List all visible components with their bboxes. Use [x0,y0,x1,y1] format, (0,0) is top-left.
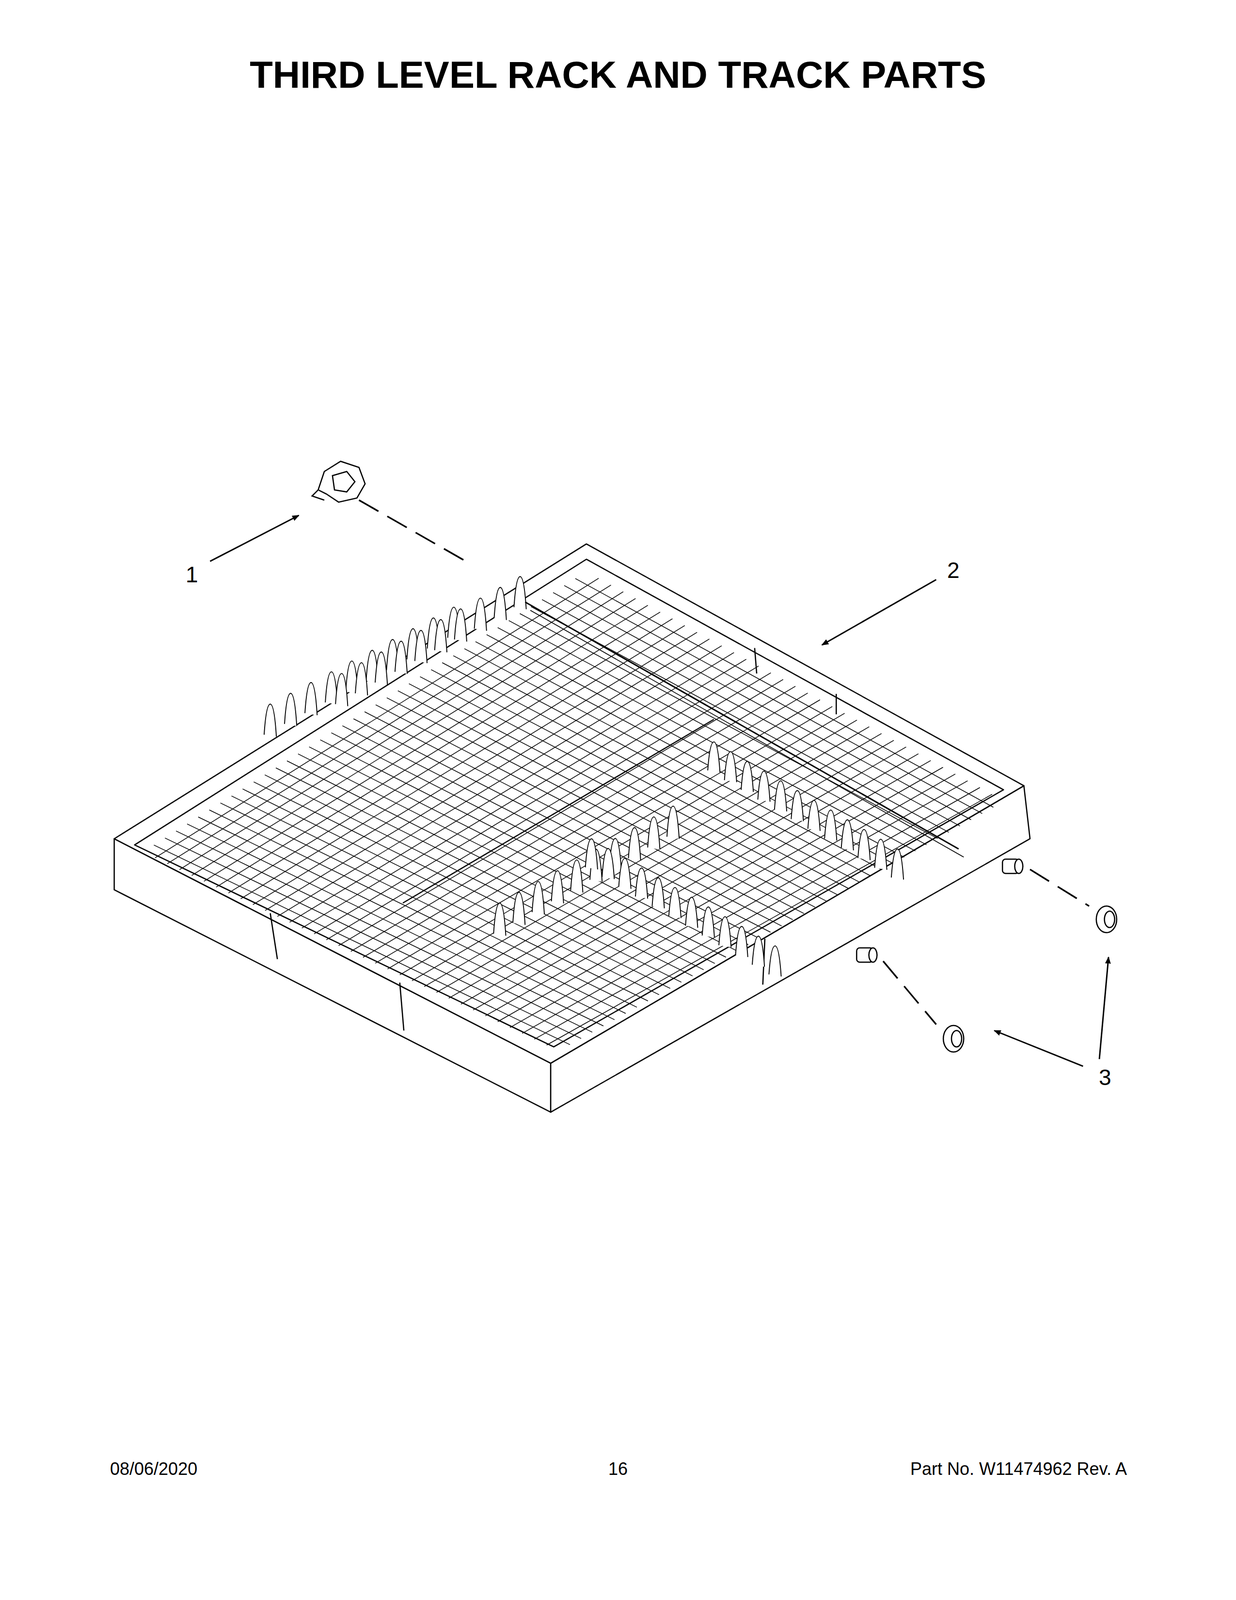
page-title: THIRD LEVEL RACK AND TRACK PARTS [0,54,1236,96]
rack-tine [666,806,680,839]
rack-wire [314,665,759,935]
rack-tine [685,896,698,928]
rack-tine [355,662,368,696]
rack-tine [585,838,598,870]
rack-tine [414,630,428,663]
rack-tine [841,819,854,851]
rack-tine [891,848,904,880]
rack-tine [395,640,408,674]
rack-wire [412,719,857,981]
rack-tine [752,935,765,967]
rack-wire [179,591,624,870]
rack-tine [454,608,467,642]
clip-part [312,460,365,502]
rack-wire [399,713,845,975]
leader-arrow [209,515,1109,1066]
rack-tine [493,903,506,936]
explode-line [359,499,1090,1024]
callout-number: 1 [185,562,199,587]
rack-tine [284,693,297,726]
rack-wire [289,652,735,922]
rack-tine [375,651,388,685]
rack-tine [874,839,887,870]
rack-wire [363,692,808,957]
rack-tine [513,576,526,609]
rack-wire [497,766,944,1022]
rack-wire [191,598,636,875]
rack-tine [493,586,507,620]
rack-wire [509,773,956,1028]
rack-tine [532,881,545,914]
rack-tine [647,816,660,850]
page-number: 16 [608,1458,628,1479]
rack-stud [856,858,1023,963]
rack-wire [301,659,747,928]
rack-tine [635,867,648,899]
rack-tine [741,760,754,792]
rack-tine [618,857,632,889]
rack-tine [824,809,837,841]
rack-tine [264,703,277,737]
rack-tine [434,619,447,652]
rack-tine [628,827,641,860]
callout-number: 2 [947,557,960,583]
rack-tine [707,741,720,773]
rack-tine [724,751,737,782]
washer-part [943,905,1117,1052]
rack-tine [702,906,715,938]
rack-wire [387,706,833,969]
rack-wire [460,746,906,1004]
rack-tine [570,859,583,893]
rack-tine [774,780,787,811]
rack-wire [546,793,993,1045]
rack-wire [338,679,784,946]
rack-wire [375,699,821,963]
rack-tine [551,870,564,904]
rack-wire [326,672,771,940]
rack-wire [522,780,968,1033]
footer-date: 08/06/2020 [110,1458,198,1479]
callout-number: 3 [1098,1064,1112,1090]
footer-part-number: Part No. W11474962 Rev. A [910,1458,1127,1479]
rack-wire [350,685,796,951]
rack-wire [473,753,919,1010]
rack-wire [485,760,931,1016]
rack-wire [277,645,722,917]
rack-tine [768,945,781,977]
rack-tine [757,770,770,802]
rack-tine [474,598,487,631]
rack-tine [512,891,525,925]
rack-tine [718,916,731,948]
rack-wire [534,787,980,1039]
rack-tine [808,800,821,831]
rack-rim [114,543,1025,1063]
rack-rim-inner [134,558,1004,1047]
rack-wire [167,585,611,864]
rack-tine [602,848,615,879]
rack-tine [791,790,804,821]
rack-tine [857,829,871,860]
rack-tine [735,926,748,957]
rack-tine [304,682,317,715]
rack-tine [335,673,348,706]
rack-tine [668,887,682,918]
rack-tine [651,877,665,908]
